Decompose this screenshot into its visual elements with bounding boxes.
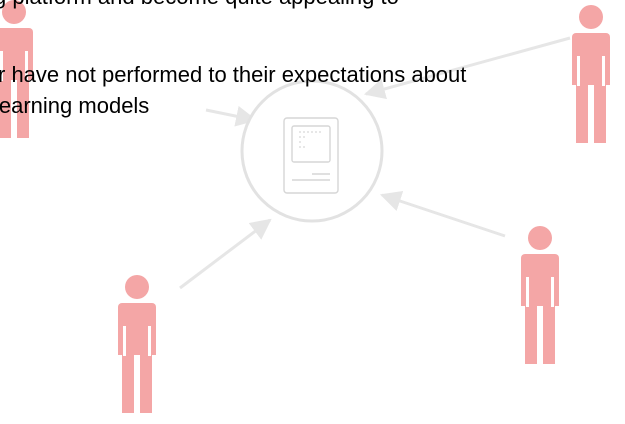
connector-bottom-right (380, 191, 506, 238)
text-line-1: r have not performed to their expectatio… (0, 62, 467, 87)
connector-top-right (363, 36, 571, 100)
connector-top-left (205, 105, 258, 127)
diagram-canvas (179, 36, 571, 290)
computer-icon (283, 117, 339, 194)
person-icon (521, 226, 559, 364)
person-icon (572, 5, 610, 143)
person-icon (0, 0, 33, 138)
text-fragment-top: g platform and become quite appealing to (0, 0, 399, 8)
computer-node-circle (240, 79, 384, 223)
text-line-2: learning models (0, 93, 150, 118)
computer-node (240, 79, 384, 223)
connector-bottom-left (179, 218, 272, 290)
person-icon (118, 275, 156, 413)
